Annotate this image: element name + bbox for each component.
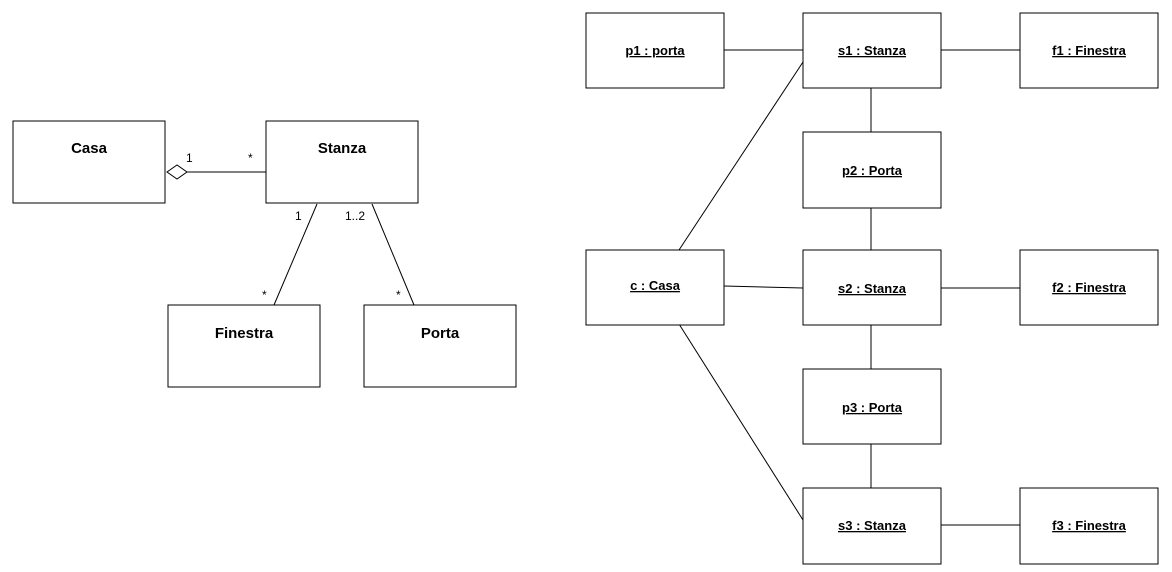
class-porta[interactable]: Porta: [363, 304, 517, 388]
class-stanza-label: Stanza: [318, 140, 367, 157]
object-s3-label: s3 : Stanza: [838, 518, 907, 533]
aggregation-diamond-icon: [166, 164, 188, 180]
object-c-label: c : Casa: [630, 278, 681, 293]
object-s2[interactable]: s2 : Stanza: [802, 249, 942, 326]
object-f2[interactable]: f2 : Finestra: [1019, 249, 1159, 326]
object-f1[interactable]: f1 : Finestra: [1019, 12, 1159, 89]
object-diagram: p1 : porta s1 : Stanza f1 : Finestra p2 …: [585, 12, 1159, 565]
object-f1-label: f1 : Finestra: [1052, 43, 1126, 58]
object-c[interactable]: c : Casa: [585, 249, 725, 326]
multiplicity-porta-end: *: [396, 288, 401, 302]
class-porta-label: Porta: [421, 325, 460, 342]
class-finestra-label: Finestra: [215, 325, 274, 342]
object-p1-label: p1 : porta: [625, 43, 685, 58]
class-diagram: 1 * 1 * 1..2 * Casa Stanza Finestra Port…: [12, 120, 517, 388]
multiplicity-stanza-end-finestra: 1: [295, 209, 302, 223]
multiplicity-finestra-end: *: [262, 288, 267, 302]
object-s3[interactable]: s3 : Stanza: [802, 487, 942, 565]
link-c-s3: [678, 323, 804, 521]
object-s2-label: s2 : Stanza: [838, 281, 907, 296]
object-p1[interactable]: p1 : porta: [585, 12, 725, 89]
object-f3-label: f3 : Finestra: [1052, 518, 1126, 533]
object-s1-label: s1 : Stanza: [838, 43, 907, 58]
multiplicity-casa-end: 1: [186, 151, 193, 165]
object-p2[interactable]: p2 : Porta: [802, 131, 942, 209]
class-stanza[interactable]: Stanza: [265, 120, 419, 204]
object-p2-label: p2 : Porta: [842, 163, 903, 178]
object-s1[interactable]: s1 : Stanza: [802, 12, 942, 89]
association-stanza-porta: [371, 203, 415, 306]
object-f2-label: f2 : Finestra: [1052, 280, 1126, 295]
class-casa[interactable]: Casa: [12, 120, 166, 204]
class-casa-label: Casa: [71, 140, 108, 157]
object-p3-label: p3 : Porta: [842, 400, 903, 415]
association-stanza-finestra: [273, 203, 318, 306]
object-f3[interactable]: f3 : Finestra: [1019, 487, 1159, 565]
object-p3[interactable]: p3 : Porta: [802, 368, 942, 445]
multiplicity-stanza-end-casa: *: [248, 151, 253, 165]
link-c-s2: [723, 285, 804, 289]
multiplicity-stanza-end-porta: 1..2: [345, 209, 365, 223]
link-c-s1: [678, 61, 804, 251]
class-finestra[interactable]: Finestra: [167, 304, 321, 388]
